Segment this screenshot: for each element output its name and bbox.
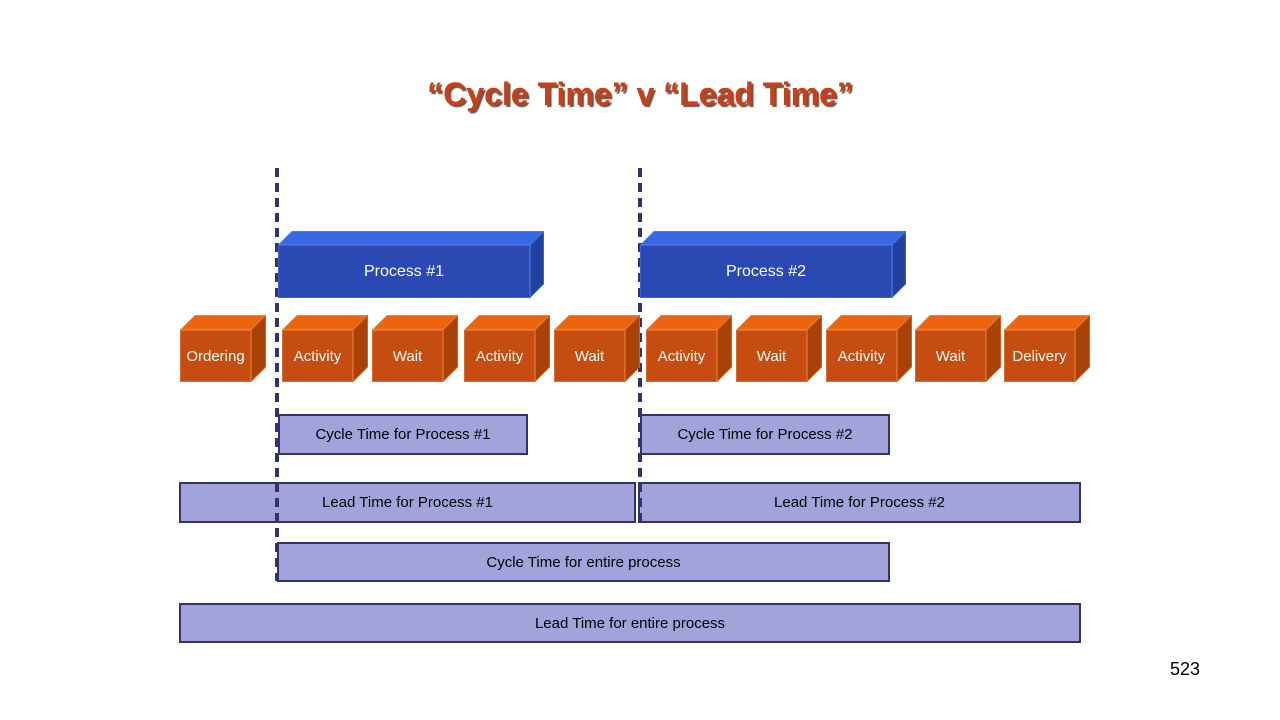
step-box-front-face: Wait — [915, 330, 986, 382]
step-box-front-face: Activity — [282, 330, 353, 382]
step-box-front-face: Wait — [554, 330, 625, 382]
step-label: Ordering — [186, 347, 245, 365]
step-box-front-face: Activity — [464, 330, 535, 382]
process-box-2-label: Process #2 — [725, 262, 807, 280]
step-box-front-face: Activity — [646, 330, 717, 382]
bar-lead-time-process-2: Lead Time for Process #2 — [638, 482, 1081, 523]
bar-lead-time-entire-process: Lead Time for entire process — [179, 603, 1081, 643]
step-box-front-face: Activity — [826, 330, 897, 382]
slide-title: “Cycle Time” v “Lead Time” — [427, 76, 853, 112]
bar-cycle-time-process-1: Cycle Time for Process #1 — [278, 414, 528, 455]
bar-cycle-time-entire-process: Cycle Time for entire process — [277, 542, 890, 582]
step-box-front-face: Wait — [372, 330, 443, 382]
step-label: Delivery — [1012, 347, 1067, 365]
bar-lead-time-process-1: Lead Time for Process #1 — [179, 482, 636, 523]
step-label: Activity — [657, 347, 706, 365]
process-box-1-label: Process #1 — [363, 262, 445, 280]
dashed-line-right — [638, 168, 642, 528]
step-label: Wait — [392, 347, 423, 365]
process-box-1-front-face: Process #1 — [278, 245, 530, 298]
process-box-2-top-face — [640, 231, 906, 245]
process-box-1-top-face — [278, 231, 544, 245]
step-box-front-face: Ordering — [180, 330, 251, 382]
dashed-line-left — [275, 168, 279, 581]
process-box-2-side-face — [892, 231, 906, 298]
step-box-front-face: Delivery — [1004, 330, 1075, 382]
step-label: Wait — [935, 347, 966, 365]
step-label: Activity — [837, 347, 886, 365]
step-label: Activity — [475, 347, 524, 365]
bar-cycle-time-process-2: Cycle Time for Process #2 — [640, 414, 890, 455]
process-box-2-front-face: Process #2 — [640, 245, 892, 298]
process-box-1-side-face — [530, 231, 544, 298]
step-label: Activity — [293, 347, 342, 365]
step-box-front-face: Wait — [736, 330, 807, 382]
step-label: Wait — [574, 347, 605, 365]
step-label: Wait — [756, 347, 787, 365]
page-number: 523 — [1169, 659, 1201, 679]
